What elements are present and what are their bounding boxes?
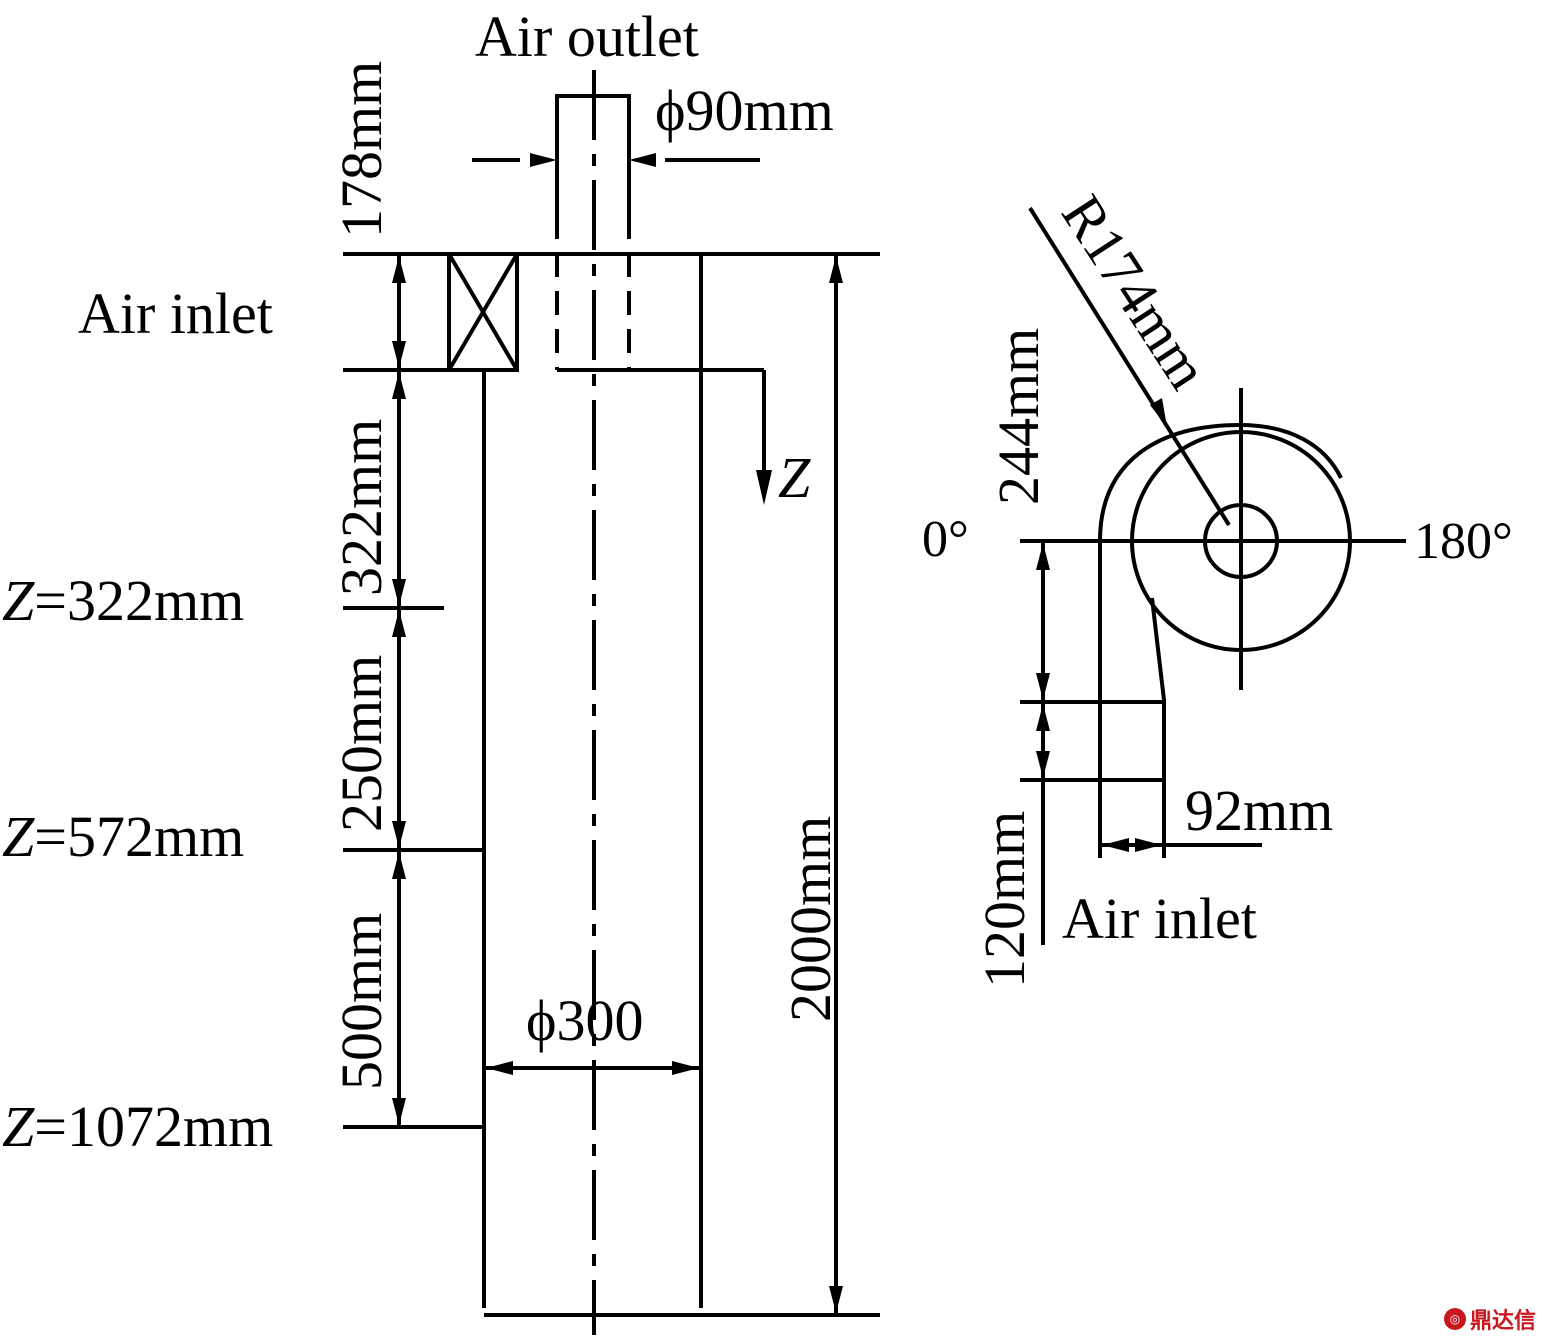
dim-92-label: 92mm xyxy=(1185,778,1333,843)
dim-120-arrow-top xyxy=(1036,704,1050,731)
station-1072-label: Z=1072mm xyxy=(2,1094,273,1159)
outlet-arrow-right xyxy=(629,153,656,167)
body-diameter-label: ϕ300 xyxy=(526,988,644,1053)
outlet-arrow-left xyxy=(530,153,557,167)
dim-300-arrow-right xyxy=(672,1061,699,1075)
dim-500-label: 500mm xyxy=(329,913,394,1090)
dim-2000-arrow-top xyxy=(829,256,843,283)
station-322-label: Z=322mm xyxy=(2,568,244,633)
angle-180-label: 180° xyxy=(1414,513,1513,570)
station-572-label: Z=572mm xyxy=(2,804,244,869)
air-inlet-label: Air inlet xyxy=(78,281,273,346)
dim-120-label: 120mm xyxy=(972,811,1037,988)
dim-92-arrow-left xyxy=(1102,838,1129,852)
outlet-diameter-label: ϕ90mm xyxy=(655,78,834,143)
dim-244-arrow-top xyxy=(1036,543,1050,570)
dim-2000-label: 2000mm xyxy=(778,816,843,1022)
dim-92-arrow-right xyxy=(1135,838,1162,852)
side-view: Air outlet ϕ90mm 178mm Air inlet Z 322mm… xyxy=(2,4,880,1335)
air-outlet-label: Air outlet xyxy=(475,4,699,69)
radius-leader xyxy=(1028,206,1231,527)
dim-120-arrow-bottom xyxy=(1036,751,1050,778)
radius-label: R174mm xyxy=(1049,184,1221,400)
z-axis-arrow xyxy=(756,470,772,505)
dim-300-arrow-left xyxy=(486,1061,513,1075)
outlet-circle xyxy=(1203,503,1279,579)
angle-0-label: 0° xyxy=(922,511,969,568)
dim-244-label: 244mm xyxy=(986,328,1051,505)
watermark: ◎ 鼎达信 xyxy=(1443,1303,1536,1335)
watermark-seal-icon: ◎ xyxy=(1443,1308,1466,1330)
top-air-inlet-label: Air inlet xyxy=(1062,886,1257,951)
dim-322-label: 322mm xyxy=(329,419,394,596)
top-view: R174mm 244mm 0° 180° 92mm 120mm Air inle… xyxy=(922,184,1513,988)
inlet-channel-right xyxy=(1150,597,1166,858)
volute-curve xyxy=(1098,422,1343,542)
outlet-length-label: 178mm xyxy=(329,61,394,238)
dim-250-label: 250mm xyxy=(329,655,394,832)
outlet-pipe xyxy=(555,94,631,215)
dim-chain-arrows xyxy=(392,256,406,1125)
dim-2000-arrow-bottom xyxy=(829,1286,843,1313)
z-axis-label: Z xyxy=(778,445,811,510)
dim-244-arrow-bottom xyxy=(1036,673,1050,700)
body-circle xyxy=(1130,430,1352,652)
watermark-text: 鼎达信 xyxy=(1469,1309,1536,1334)
radius-arrow xyxy=(1150,398,1167,427)
inlet-cross-b xyxy=(447,252,519,372)
